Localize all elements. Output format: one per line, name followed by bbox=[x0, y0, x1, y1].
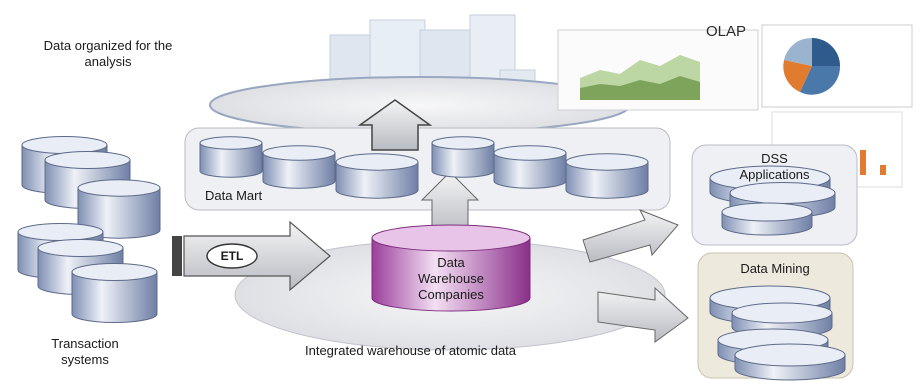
database-cylinder-icon bbox=[721, 202, 813, 236]
database-cylinder-icon bbox=[335, 153, 419, 199]
data-mart-label: Data Mart bbox=[205, 188, 263, 203]
database-cylinder-icon bbox=[262, 145, 336, 189]
database-cylinders bbox=[17, 136, 846, 381]
database-cylinder-icon bbox=[734, 343, 846, 381]
integrated-warehouse-label: Integrated warehouse of atomic data bbox=[305, 343, 517, 358]
database-cylinder-icon bbox=[493, 145, 567, 189]
database-cylinder-icon bbox=[199, 136, 263, 178]
data-mining-label: Data Mining bbox=[740, 261, 810, 276]
database-cylinder-icon bbox=[431, 136, 495, 178]
data-warehouse-cylinder bbox=[371, 224, 531, 312]
transaction-label: Transaction systems bbox=[51, 336, 119, 367]
analysis-label: Data organized for the analysis bbox=[43, 38, 173, 69]
database-cylinder-icon bbox=[71, 263, 158, 323]
database-cylinder-icon bbox=[77, 179, 161, 239]
database-cylinder-icon bbox=[565, 153, 649, 199]
right-arrow-icon bbox=[597, 286, 689, 343]
olap-label: OLAP bbox=[706, 23, 747, 40]
right-arrow-icon bbox=[582, 209, 679, 263]
dss-label: DSS Applications bbox=[739, 151, 810, 182]
up-arrow-icon bbox=[357, 99, 433, 151]
etl-label: ETL bbox=[220, 249, 244, 263]
etl-badge bbox=[206, 243, 258, 269]
warehouse-label: Data Warehouse Companies bbox=[418, 255, 484, 302]
